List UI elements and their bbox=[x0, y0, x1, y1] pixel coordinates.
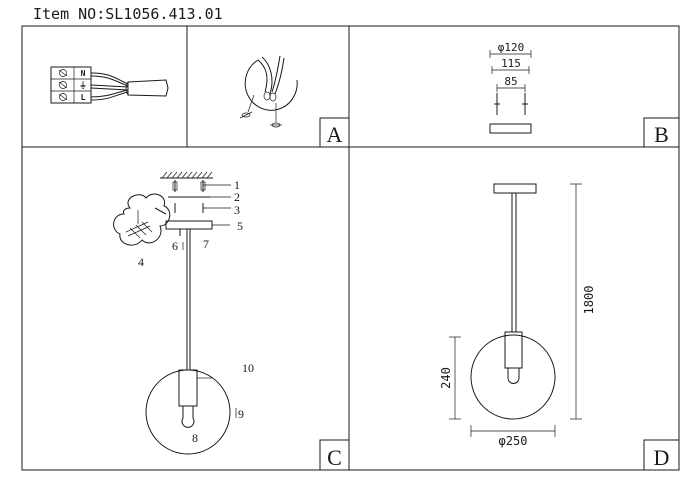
dim-phi250: φ250 bbox=[499, 434, 528, 448]
callout-6: 6 bbox=[172, 239, 178, 253]
svg-text:C: C bbox=[327, 445, 342, 470]
callout-10: 10 bbox=[242, 361, 254, 375]
dim-phi120: φ120 bbox=[498, 41, 525, 54]
svg-text:B: B bbox=[654, 122, 669, 147]
panel-b-label: B bbox=[643, 117, 680, 148]
terminal-mark-ground: ⏚ bbox=[79, 81, 87, 90]
svg-text:D: D bbox=[654, 445, 670, 470]
callout-4: 4 bbox=[138, 255, 144, 269]
callout-5: 5 bbox=[237, 219, 243, 233]
terminal-mark-n: N bbox=[81, 69, 86, 78]
callout-leaders bbox=[182, 184, 237, 418]
panel-d-label: D bbox=[643, 439, 680, 471]
callout-9: 9 bbox=[238, 407, 244, 421]
panel-c-label: C bbox=[319, 439, 350, 471]
wire-detail-view bbox=[239, 55, 298, 128]
item-number-title: Item NO:SL1056.413.01 bbox=[33, 5, 223, 23]
callout-3: 3 bbox=[234, 203, 240, 217]
dim-85: 85 bbox=[504, 75, 517, 88]
sheet-frame bbox=[21, 25, 680, 471]
terminal-mark-l: L bbox=[81, 93, 86, 102]
panel-a-label: A bbox=[319, 117, 350, 148]
svg-text:A: A bbox=[327, 122, 343, 147]
callout-8: 8 bbox=[192, 431, 198, 445]
callout-2: 2 bbox=[234, 190, 240, 204]
exploded-assembly-view bbox=[113, 171, 231, 455]
callout-7: 7 bbox=[203, 237, 209, 251]
callout-1: 1 bbox=[234, 178, 240, 192]
pendant-dimension-drawing bbox=[449, 183, 582, 437]
dim-1800: 1800 bbox=[582, 286, 596, 315]
canopy-dimension-drawing: φ120 115 85 bbox=[489, 41, 532, 134]
dim-240: 240 bbox=[439, 367, 453, 389]
terminal-block-diagram: N ⏚ L bbox=[50, 66, 169, 104]
dim-115: 115 bbox=[501, 57, 521, 70]
